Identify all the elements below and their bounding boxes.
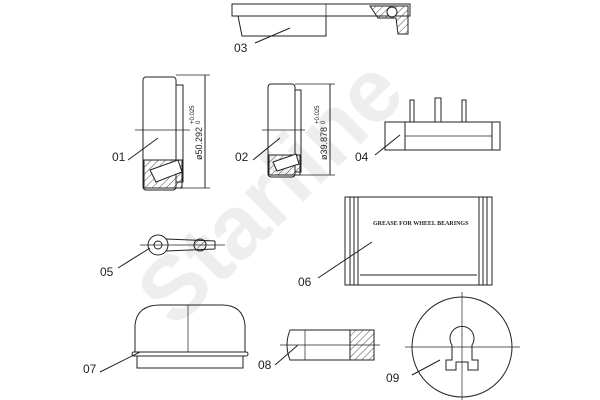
tolerance-upper-02: +0.025 [315, 105, 321, 124]
part-07-dust-cap: 07 [83, 304, 249, 376]
part-06-grease-packet: GREASE FOR WHEEL BEARINGS 06 [298, 196, 493, 289]
tolerance-upper-01: +0.025 [190, 105, 196, 124]
part-label-08: 08 [258, 358, 272, 372]
starline-watermark: Starline [118, 40, 422, 344]
dimension-01: ø50.292 [194, 127, 204, 160]
tolerance-lower-02: 0 [321, 120, 327, 124]
part-02-bearing: ø39.878 +0.025 0 02 [235, 83, 335, 178]
part-05-cotter-pin: 05 [100, 234, 225, 279]
part-label-03: 03 [234, 41, 248, 55]
part-09-washer: 09 [386, 292, 520, 400]
part-label-09: 09 [386, 371, 400, 385]
part-label-06: 06 [298, 275, 312, 289]
part-04-retainer: 04 [355, 97, 501, 164]
part-08-axle-nut: 08 [258, 329, 380, 372]
tolerance-lower-01: 0 [196, 120, 202, 124]
part-label-05: 05 [100, 265, 114, 279]
part-label-04: 04 [355, 150, 369, 164]
part-label-01: 01 [112, 150, 126, 164]
part-01-bearing: ø50.292 +0.025 0 01 [112, 74, 210, 191]
part-03-seal: 03 [231, 3, 411, 55]
grease-package-text: GREASE FOR WHEEL BEARINGS [373, 221, 469, 227]
dimension-02: ø39.878 [319, 127, 329, 160]
part-label-07: 07 [83, 362, 97, 376]
part-label-02: 02 [235, 150, 249, 164]
